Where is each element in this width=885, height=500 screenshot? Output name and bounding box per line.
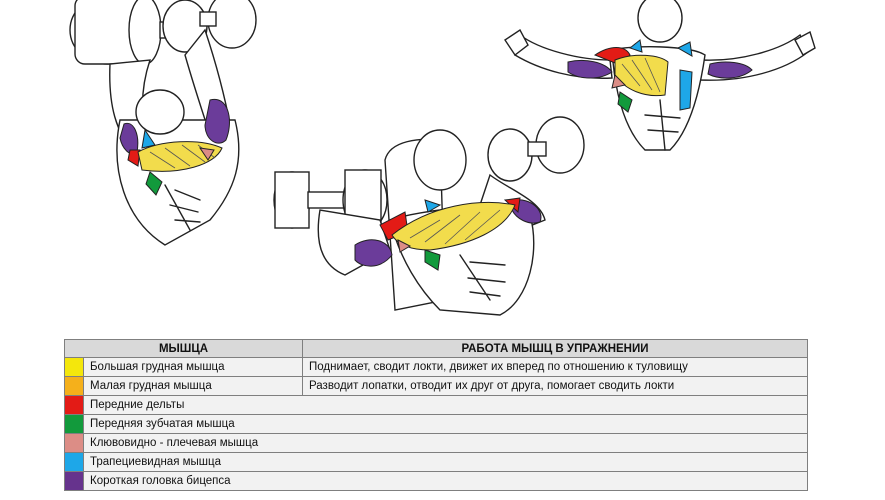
legend-row: Клювовидно - плечевая мышца — [64, 433, 808, 453]
muscle-name: Передние дельты — [83, 395, 808, 415]
color-swatch — [64, 414, 84, 434]
color-swatch — [64, 433, 84, 453]
header-muscle: МЫШЦА — [64, 339, 303, 358]
muscle-name: Короткая головка бицепса — [83, 471, 808, 491]
color-swatch — [64, 376, 84, 396]
color-swatch — [64, 471, 84, 491]
figure-fly-top — [69, 0, 257, 246]
color-swatch — [64, 357, 84, 377]
legend-row: Передняя зубчатая мышца — [64, 414, 808, 434]
header-function: РАБОТА МЫШЦ В УПРАЖНЕНИИ — [302, 339, 808, 358]
muscle-legend-table: МЫШЦА РАБОТА МЫШЦ В УПРАЖНЕНИИ Большая г… — [64, 339, 808, 491]
muscle-name: Большая грудная мышца — [83, 357, 303, 377]
figure-fly-front-wide — [504, 0, 816, 151]
legend-row: Большая грудная мышца Поднимает, сводит … — [64, 357, 808, 377]
legend-row: Передние дельты — [64, 395, 808, 415]
muscle-name: Малая грудная мышца — [83, 376, 303, 396]
color-swatch — [64, 452, 84, 472]
legend-row: Короткая головка бицепса — [64, 471, 808, 491]
legend-header-row: МЫШЦА РАБОТА МЫШЦ В УПРАЖНЕНИИ — [64, 339, 808, 358]
legend-row: Малая грудная мышца Разводит лопатки, от… — [64, 376, 808, 396]
muscle-name: Передняя зубчатая мышца — [83, 414, 808, 434]
legend-row: Трапециевидная мышца — [64, 452, 808, 472]
exercise-illustration: .ol { stroke:#222; stroke-width:1.4; fil… — [69, 0, 816, 316]
figure-fly-bench — [273, 116, 585, 316]
muscle-name: Клювовидно - плечевая мышца — [83, 433, 808, 453]
muscle-function: Разводит лопатки, отводит их друг от дру… — [302, 376, 808, 396]
color-swatch — [64, 395, 84, 415]
muscle-function: Поднимает, сводит локти, движет их впере… — [302, 357, 808, 377]
muscle-name: Трапециевидная мышца — [83, 452, 808, 472]
